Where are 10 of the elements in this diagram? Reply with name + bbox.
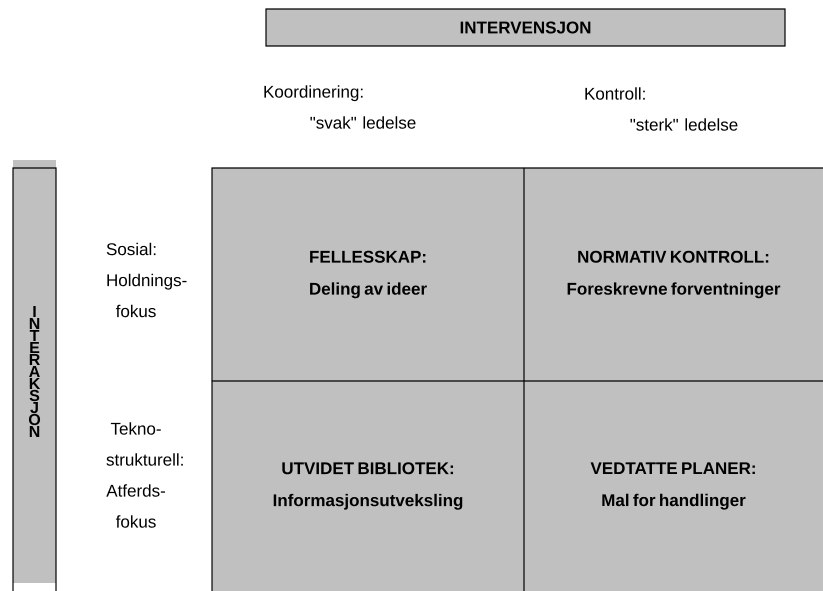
row-heading: Tekno- strukturell: Atferds- fokus [106,422,183,528]
matrix-cell: VEDTATTE PLANER: Mal for handlinger [523,380,823,591]
column-heading: Kontroll: "sterk" ledelse [585,87,738,131]
heading-banner: INTERVENSJON [265,8,786,47]
vertical-heading-bar: INTERAKSJON [12,160,57,591]
matrix-cell: NORMATIV KONTROLL: Foreskrevne forventninger [523,167,823,381]
matrix-cell: FELLESSKAP: Deling av ideer [211,167,524,381]
column-heading: Koordinering: "svak" ledelse [264,85,416,129]
row-heading: Sosial: Holdnings- fokus [106,242,186,318]
matrix-cell: UTVIDET BIBLIOTEK: Informasjonsutveksling [211,380,524,591]
